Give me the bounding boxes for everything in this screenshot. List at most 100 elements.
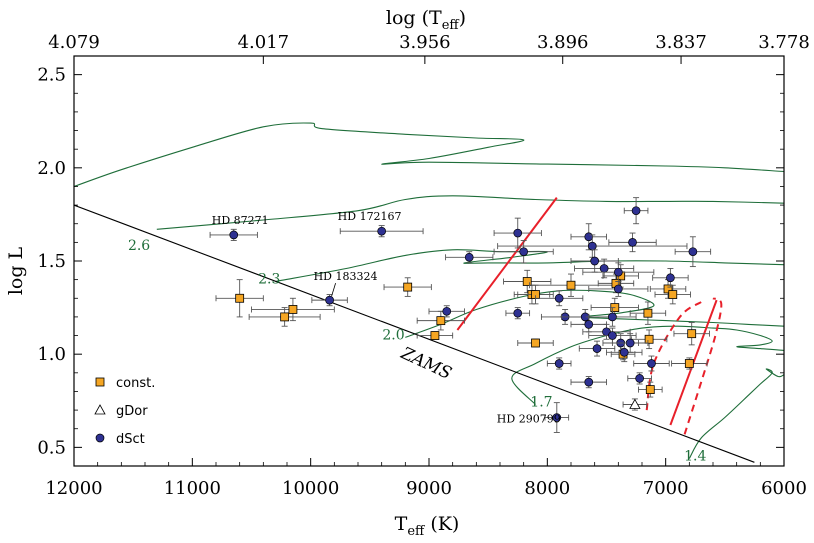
legend-label-0: const. [116, 376, 155, 391]
dSct-point-12 [497, 234, 688, 258]
dsct-marker-30 [647, 359, 656, 368]
dsct-marker-16 [599, 264, 609, 273]
x-tick-label-1: 11000 [164, 478, 221, 499]
y-axis-title: log L [5, 246, 27, 295]
dSct-point-32 [570, 376, 607, 389]
gdor-marker-0 [629, 398, 641, 409]
evolutionary-track-3 [405, 289, 784, 338]
const.-point-14 [649, 279, 687, 299]
y-tick-label-2: 1.5 [37, 251, 66, 272]
star-label-2: HD 183324 [314, 270, 378, 283]
dSct-point-3 [445, 251, 494, 264]
evolutionary-track-5 [688, 368, 784, 459]
dsct-marker-17 [613, 267, 623, 277]
dsct-marker-15 [590, 256, 600, 266]
dsct-marker-4 [513, 228, 523, 238]
dsct-marker-22 [584, 320, 594, 329]
dsct-marker-24 [608, 331, 617, 340]
const-marker-21 [645, 385, 655, 394]
const-marker-5 [430, 331, 440, 340]
dsct-marker-6 [513, 308, 523, 318]
instability-strip-dashed-edge-1 [683, 297, 723, 435]
const.-point-6 [503, 269, 552, 294]
dSct-point-1 [339, 225, 424, 238]
legend-gdor-marker [94, 404, 106, 415]
const-marker-17 [644, 334, 654, 344]
dsct-marker-1 [377, 226, 387, 236]
dsct-marker-31 [635, 374, 644, 383]
axes: 12000 11000 10000 9000 8000 7000 6000 0.5 1.0 1.5… [37, 32, 809, 499]
dSct-point-4 [493, 217, 542, 249]
dsct-marker-26 [625, 338, 635, 348]
dsct-marker-12 [587, 241, 597, 251]
dSct-point-11 [570, 223, 607, 251]
dSct-point-29 [546, 357, 572, 370]
dsct-marker-33 [552, 413, 562, 422]
dSct-point-28 [578, 340, 616, 357]
top-tick-label-2: 3.956 [399, 32, 451, 53]
dsct-marker-13 [628, 238, 637, 247]
const-marker-14 [663, 284, 673, 294]
legend-const-marker [95, 377, 105, 387]
dSct-point-16 [574, 258, 635, 279]
const.-point-21 [638, 381, 663, 398]
dsct-marker-8 [554, 293, 564, 303]
dsct-marker-19 [613, 284, 623, 294]
dsct-marker-10 [631, 206, 641, 216]
x-tick-label-2: 10000 [282, 478, 339, 499]
const.-point-2 [248, 307, 321, 327]
evolutionary-track-4 [511, 325, 784, 405]
evolutionary-track-1 [156, 195, 784, 230]
dsct-marker-28 [592, 344, 602, 353]
dSct-point-27 [606, 342, 643, 363]
x-tick-label-0: 12000 [45, 478, 102, 499]
x-tick-label-3: 9000 [406, 478, 452, 499]
const.-point-4 [416, 310, 465, 331]
star-label-3: HD 290799 [497, 413, 561, 426]
dsct-marker-5 [519, 247, 529, 257]
dSct-point-31 [627, 372, 652, 385]
star-label-leader-2 [331, 283, 336, 297]
evolutionary-tracks [74, 122, 784, 459]
dSct-point-2 [311, 294, 348, 307]
y-tick-label-1: 1.0 [37, 344, 66, 365]
instability-strip-dashed-edge-0 [645, 301, 702, 411]
dSct-point-33 [544, 402, 570, 433]
track-mass-label-2: 2.0 [382, 327, 404, 343]
top-tick-label-5: 3.778 [758, 32, 810, 53]
dSct-point-26 [611, 333, 649, 353]
dsct-marker-32 [584, 377, 594, 387]
track-mass-label-0: 2.6 [128, 238, 150, 254]
const.-point-3 [383, 277, 432, 297]
const-marker-0 [235, 293, 245, 303]
dSct-point-6 [505, 307, 531, 320]
dSct-point-13 [608, 232, 657, 253]
x-tick-label-4: 8000 [524, 478, 570, 499]
dsct-marker-21 [608, 312, 617, 322]
const-marker-4 [436, 316, 446, 326]
dsct-marker-3 [464, 252, 474, 262]
x-tick-label-6: 6000 [761, 478, 807, 499]
x-tick-label-5: 7000 [643, 478, 689, 499]
evolutionary-track-2 [275, 249, 784, 283]
dSct-point-21 [588, 307, 637, 327]
dsct-marker-18 [666, 273, 675, 283]
dSct-point-18 [652, 268, 689, 288]
zams-label: ZAMS [397, 343, 455, 384]
top-tick-label-4: 3.837 [655, 32, 707, 53]
const-marker-6 [522, 277, 532, 286]
dsct-marker-14 [688, 247, 698, 257]
y-tick-label-0: 0.5 [37, 437, 66, 458]
const-marker-1 [288, 305, 298, 314]
const.-point-16 [629, 301, 667, 325]
dSct-point-23 [582, 323, 631, 340]
star-label-0: HD 87271 [212, 214, 269, 227]
top-tick-label-0: 4.079 [48, 32, 100, 53]
const-marker-2 [280, 312, 290, 322]
instability-strip-edge-0 [456, 196, 558, 331]
track-mass-label-4: 1.4 [684, 448, 706, 464]
const.-point-20 [671, 357, 708, 370]
